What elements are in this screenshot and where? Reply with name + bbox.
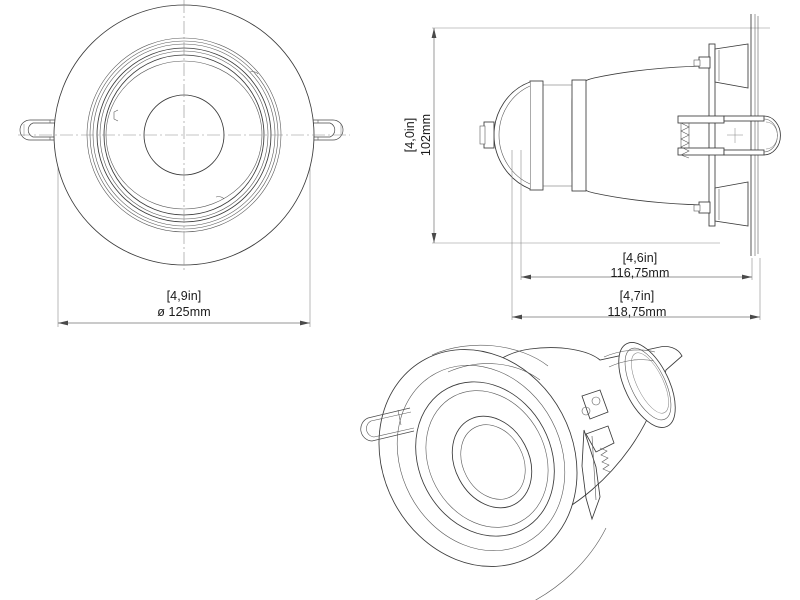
clip-bend-outer <box>763 115 781 156</box>
reflector-notch-top <box>249 71 259 75</box>
iso-rear-cap-inner <box>624 347 672 421</box>
dimension-diameter: [4,9in] ø 125mm <box>58 289 310 326</box>
iso-reflector-mouth-2 <box>425 390 549 528</box>
lamp-dome-inner <box>498 85 531 185</box>
iso-lamp-aperture <box>451 415 533 509</box>
isometric-view <box>360 342 683 600</box>
iso-rear-seam-2 <box>608 359 655 368</box>
lamp-tip <box>483 121 495 149</box>
clip-coil-spring <box>680 122 690 159</box>
dimension-diameter-metric: ø 125mm <box>157 305 211 319</box>
iso-clip-spring <box>599 447 611 473</box>
iso-trim-top-highlight-2 <box>447 363 541 381</box>
bracket-lower-screw-tip <box>693 204 701 212</box>
clip-arm-upper <box>677 115 725 124</box>
iso-reflector-mouth <box>415 381 555 537</box>
mounting-bracket-upper <box>693 43 749 89</box>
clip-rod-upper <box>723 115 765 122</box>
dimension-height-metric: 102mm <box>419 114 433 156</box>
iso-trim-ring <box>378 349 578 567</box>
dimension-depth-overall-inch: [4,7in] <box>620 289 655 303</box>
bracket-upper-body <box>714 43 749 89</box>
spring-clip-right <box>310 119 344 141</box>
dimension-depth-overall-metric: 118,75mm <box>608 305 667 319</box>
clip-bend-inner-2 <box>765 121 778 150</box>
iso-rear-cap <box>618 342 676 428</box>
dimension-height: [4,0in] 102mm <box>403 28 437 243</box>
lamp-glass-envelope <box>571 65 713 206</box>
arrowhead-left <box>58 320 68 326</box>
iso-clip-screw-2 <box>581 406 591 416</box>
bracket-lower-screw <box>698 201 711 214</box>
spring-clip-left <box>19 119 58 141</box>
bracket-upper-screw <box>698 56 711 69</box>
arrowhead-depth-overall-left <box>512 314 522 320</box>
front-view <box>18 0 350 327</box>
dimension-height-inch: [4,0in] <box>403 118 417 153</box>
neck-ring-inner <box>529 80 544 191</box>
arrowhead-right <box>300 320 310 326</box>
lamp-tip-contact <box>479 125 486 145</box>
iso-rear-seam <box>603 349 656 358</box>
side-view <box>432 14 781 256</box>
neck-ring-outer <box>571 79 587 192</box>
iso-clip-blade <box>581 429 601 521</box>
iso-trim-bottom-edge <box>535 527 607 600</box>
iso-rear-cap-inner-2 <box>631 352 669 414</box>
bracket-upper-screw-tip <box>693 59 701 67</box>
arrowhead-bottom <box>431 233 437 243</box>
bracket-lower-body <box>714 181 749 227</box>
dimension-depth-inner-inch: [4,6in] <box>623 251 658 265</box>
iso-lamp-aperture-inner <box>460 424 526 500</box>
clip-bend-inner <box>763 118 778 153</box>
dimension-depth-inner-metric: 116,75mm <box>611 266 670 280</box>
trim-flange-plate <box>708 14 759 256</box>
reflector-notch-left <box>113 109 119 122</box>
iso-clip-mount <box>581 389 609 420</box>
iso-clip-screw-1 <box>591 396 601 406</box>
side-spring-clip <box>677 115 781 159</box>
dimension-depth-inner: [4,6in] 116,75mm <box>520 150 753 280</box>
iso-trim-outer <box>378 349 578 567</box>
reflector-notch-bottom <box>215 196 225 200</box>
arrowhead-top <box>431 28 437 38</box>
flange-inner-plate <box>708 43 716 227</box>
iso-trim-top-highlight <box>431 344 549 367</box>
arrowhead-depth-overall-right <box>750 314 760 320</box>
arrowhead-depth-inner-right <box>742 274 752 280</box>
iso-trim-step <box>396 364 566 552</box>
lamp-body <box>479 65 713 206</box>
iso-spring-clip-left <box>360 407 415 442</box>
arrowhead-depth-inner-left <box>521 274 531 280</box>
mounting-bracket-lower <box>693 181 749 227</box>
clip-rod-lower <box>723 149 765 156</box>
iso-spring-clip-right <box>581 389 615 521</box>
dimension-depth-overall: [4,7in] 118,75mm <box>511 150 761 320</box>
dimension-diameter-inch: [4,9in] <box>167 289 202 303</box>
